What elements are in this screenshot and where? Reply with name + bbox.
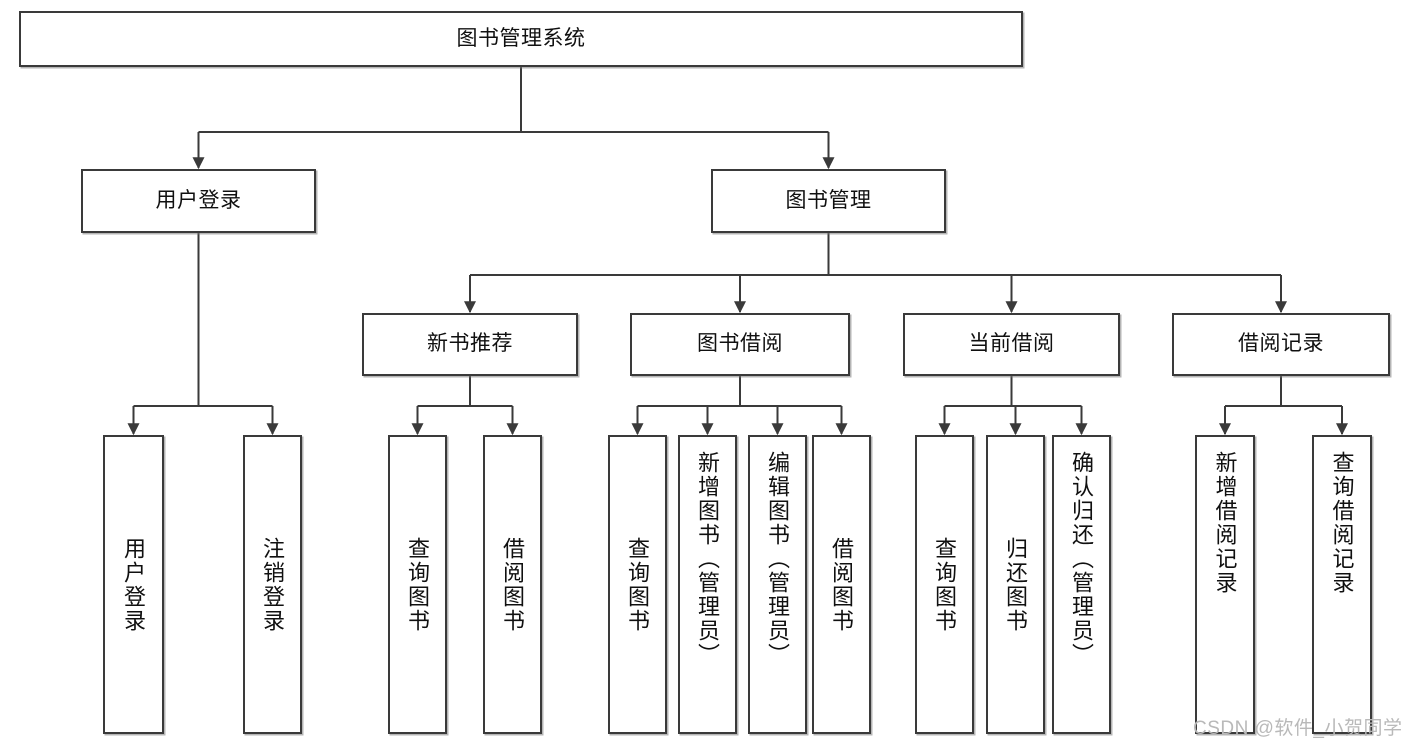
node-label: 借阅图书: [829, 536, 855, 633]
node-label: 借阅图书: [500, 536, 526, 633]
node-l11[interactable]: 确认归还（管理员）: [1052, 435, 1111, 734]
node-l10[interactable]: 归还图书: [986, 435, 1045, 734]
node-l9[interactable]: 查询图书: [915, 435, 974, 734]
node-label: 新增借阅记录: [1212, 451, 1238, 595]
node-newbooks[interactable]: 新书推荐: [362, 313, 578, 376]
node-l8[interactable]: 借阅图书: [812, 435, 871, 734]
node-label: 图书管理系统: [456, 26, 586, 50]
node-label: 查询图书: [932, 536, 958, 633]
node-label: 查询借阅记录: [1329, 451, 1355, 595]
node-l12[interactable]: 新增借阅记录: [1195, 435, 1255, 734]
node-l4[interactable]: 借阅图书: [483, 435, 542, 734]
node-label: 借阅记录: [1238, 332, 1324, 356]
node-login[interactable]: 用户登录: [81, 169, 316, 233]
node-label: 新增图书（管理员）: [695, 451, 721, 667]
node-l2[interactable]: 注销登录: [243, 435, 302, 734]
node-l3[interactable]: 查询图书: [388, 435, 447, 734]
edge-paths: [127, 67, 1348, 436]
node-l5[interactable]: 查询图书: [608, 435, 667, 734]
node-label: 查询图书: [625, 536, 651, 633]
node-root[interactable]: 图书管理系统: [19, 11, 1023, 67]
node-l6[interactable]: 新增图书（管理员）: [678, 435, 737, 734]
node-bookmgmt[interactable]: 图书管理: [711, 169, 946, 233]
node-records[interactable]: 借阅记录: [1172, 313, 1390, 376]
node-l13[interactable]: 查询借阅记录: [1312, 435, 1372, 734]
node-label: 用户登录: [155, 188, 242, 212]
node-label: 新书推荐: [427, 332, 513, 356]
node-label: 归还图书: [1003, 536, 1029, 633]
node-l7[interactable]: 编辑图书（管理员）: [748, 435, 807, 734]
watermark-text: CSDN @软件_小贺同学: [1193, 718, 1403, 739]
node-label: 确认归还（管理员）: [1069, 451, 1095, 667]
node-current[interactable]: 当前借阅: [903, 313, 1120, 376]
node-label: 用户登录: [121, 536, 147, 633]
node-label: 注销登录: [260, 536, 286, 633]
node-label: 查询图书: [405, 536, 431, 633]
node-label: 当前借阅: [968, 332, 1055, 356]
node-label: 图书借阅: [697, 332, 783, 356]
node-label: 图书管理: [785, 188, 872, 212]
node-label: 编辑图书（管理员）: [765, 451, 791, 667]
node-borrow[interactable]: 图书借阅: [630, 313, 850, 376]
node-l1[interactable]: 用户登录: [103, 435, 164, 734]
